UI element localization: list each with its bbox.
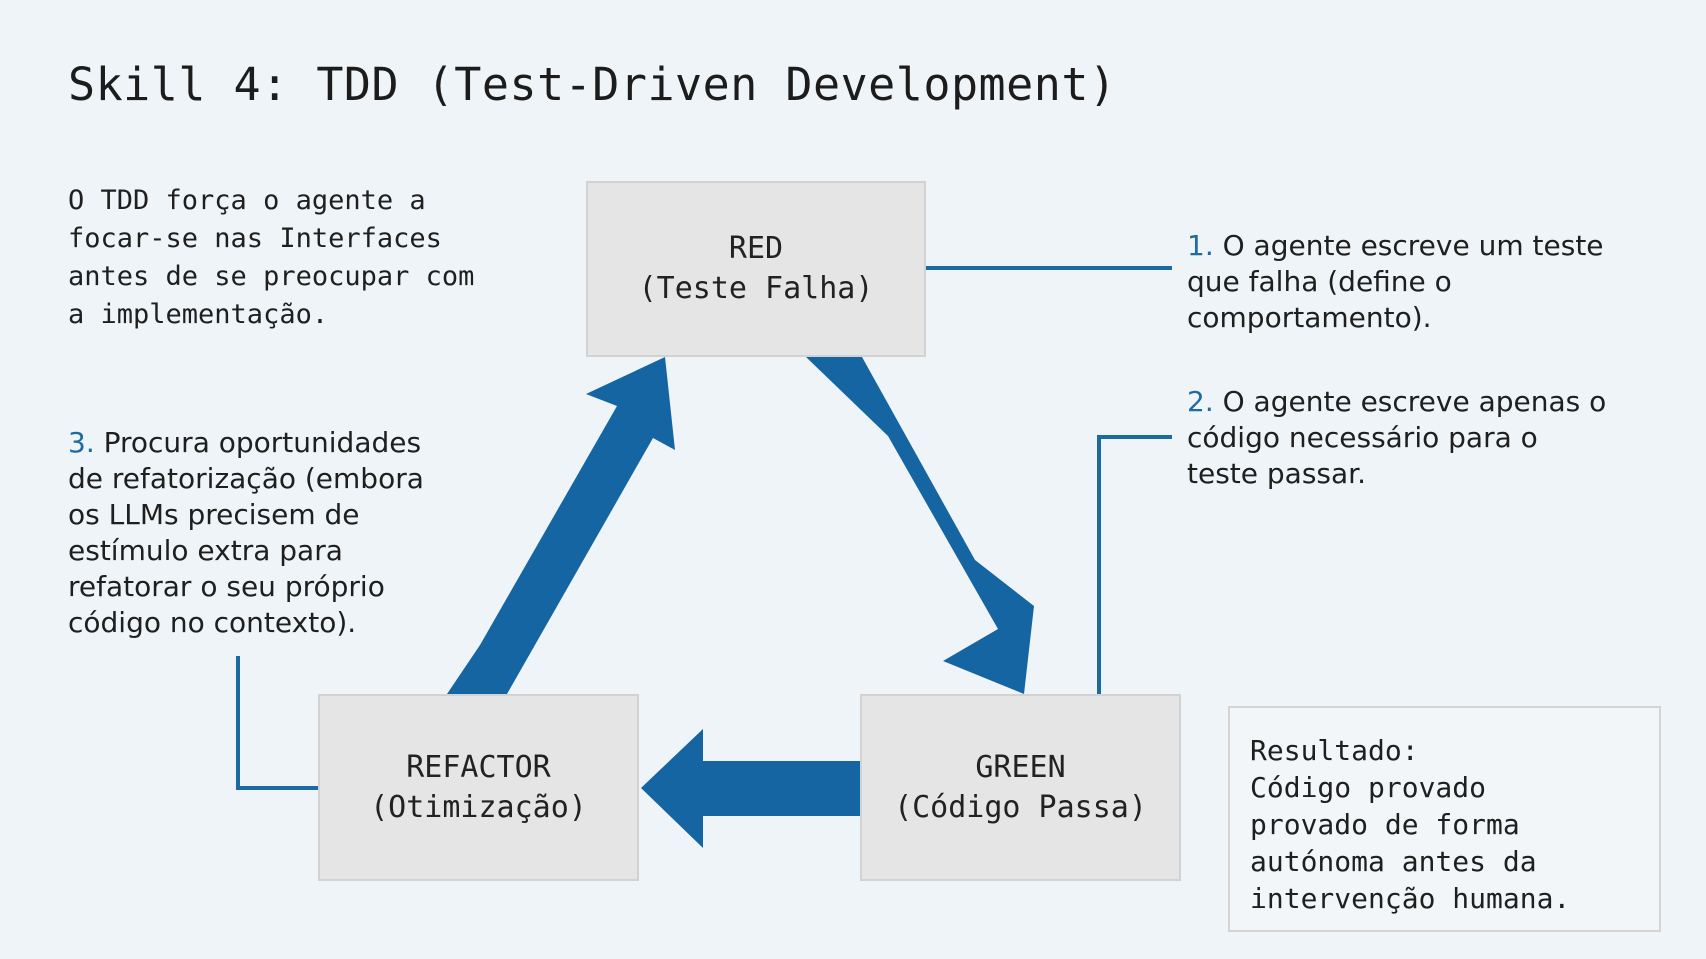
arrow-refactor-to-red xyxy=(447,357,675,694)
node-red-label: RED xyxy=(728,231,784,266)
connector-step2 xyxy=(1097,435,1172,694)
node-refactor-sub: (Otimização) xyxy=(370,789,587,825)
step-1: 1. O agente escreve um teste que falha (… xyxy=(1187,228,1657,336)
node-red-sub: (Teste Falha) xyxy=(638,271,874,306)
connector-step3 xyxy=(236,656,318,790)
result-box: Resultado: Código provado provado de for… xyxy=(1228,706,1661,932)
step-2-number: 2. xyxy=(1187,385,1214,418)
node-green-label: GREEN xyxy=(975,749,1066,785)
node-green-sub: (Código Passa) xyxy=(894,789,1147,825)
page-title: Skill 4: TDD (Test-Driven Development) xyxy=(68,58,1117,111)
intro-text: O TDD força o agente a focar-se nas Inte… xyxy=(68,185,475,330)
step-3-text: Procura oportunidades de refatorização (… xyxy=(68,426,424,639)
node-red: RED (Teste Falha) xyxy=(586,181,926,357)
step-3-number: 3. xyxy=(68,426,95,459)
step-2-text: O agente escreve apenas o código necessá… xyxy=(1187,385,1607,490)
node-green: GREEN (Código Passa) xyxy=(860,694,1181,881)
step-1-text: O agente escreve um teste que falha (def… xyxy=(1187,229,1604,334)
step-3: 3. Procura oportunidades de refatorizaçã… xyxy=(68,425,488,641)
node-refactor-label: REFACTOR xyxy=(406,749,551,785)
step-2: 2. O agente escreve apenas o código nece… xyxy=(1187,384,1657,492)
node-refactor: REFACTOR (Otimização) xyxy=(318,694,639,881)
arrow-green-to-refactor xyxy=(641,729,860,848)
arrow-red-to-green xyxy=(806,357,1034,694)
step-1-number: 1. xyxy=(1187,229,1214,262)
